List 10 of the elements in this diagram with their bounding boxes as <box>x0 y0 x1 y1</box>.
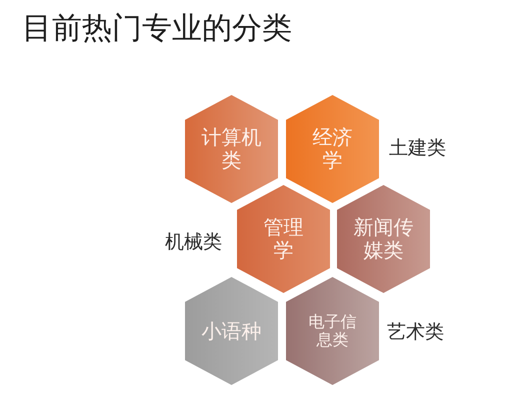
hexagon: 小语种 <box>185 277 278 385</box>
category-label: 艺术类 <box>387 320 444 344</box>
title: 目前热门专业的分类 <box>22 10 292 48</box>
hexagon: 经济学 <box>286 95 379 203</box>
category-label: 机械类 <box>165 230 222 254</box>
hexagon: 管理学 <box>237 185 330 293</box>
hexagon: 电子信息类 <box>286 277 379 385</box>
hexagon: 新闻传媒类 <box>337 185 430 293</box>
hexagon: 计算机类 <box>185 95 278 203</box>
category-label: 土建类 <box>389 136 446 160</box>
